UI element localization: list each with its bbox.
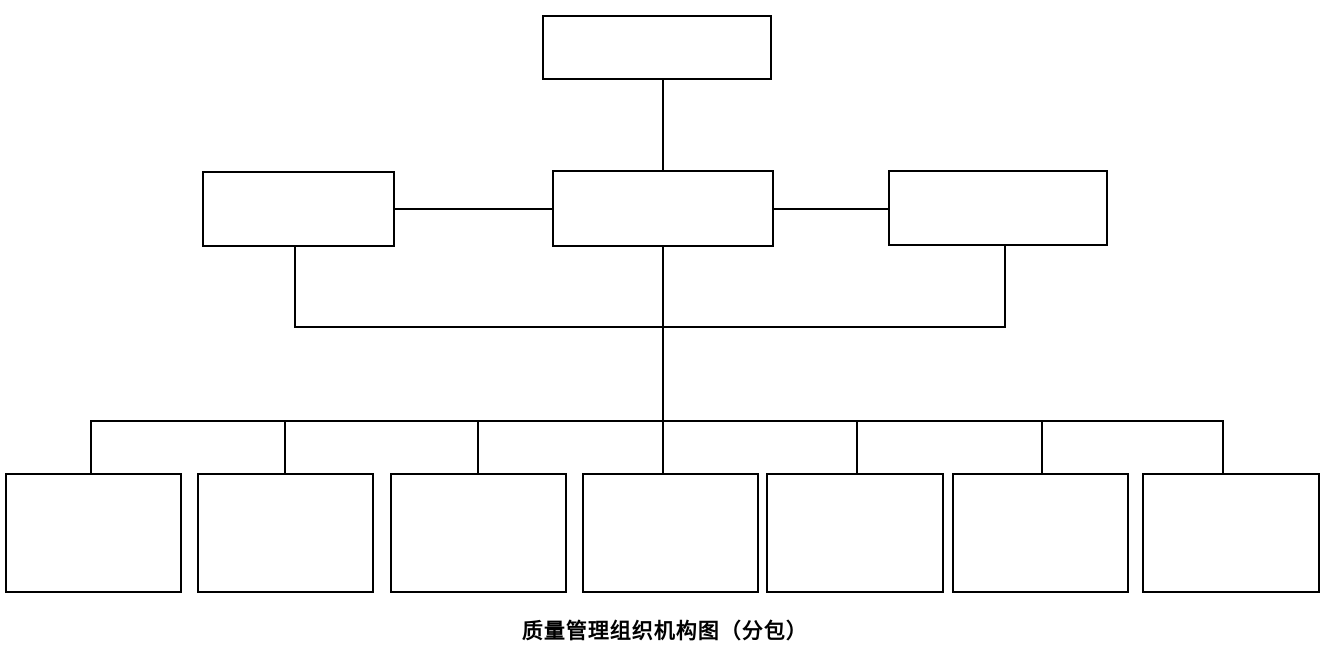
org-node-bottom-5[interactable]	[766, 473, 944, 593]
connector-center-spine	[662, 247, 664, 473]
org-node-bottom-7[interactable]	[1142, 473, 1320, 593]
connector-drop-box-6	[1041, 420, 1043, 473]
org-node-bottom-6[interactable]	[952, 473, 1129, 593]
connector-left-drop	[294, 247, 296, 328]
org-node-bottom-3[interactable]	[390, 473, 567, 593]
connector-drop-box-5	[856, 420, 858, 473]
org-node-bottom-4[interactable]	[582, 473, 759, 593]
connector-drop-box-2	[284, 420, 286, 473]
connector-right-drop	[1004, 246, 1006, 328]
chart-caption: 质量管理组织机构图（分包）	[522, 619, 808, 643]
org-node-middle-left[interactable]	[202, 171, 395, 247]
connector-drop-box-4	[662, 420, 664, 473]
org-node-bottom-1[interactable]	[5, 473, 182, 593]
org-node-middle-center[interactable]	[552, 170, 774, 247]
connector-main-bus	[90, 420, 1224, 422]
connector-drop-box-3	[477, 420, 479, 473]
connector-left-to-center	[395, 208, 552, 210]
connector-center-to-right	[774, 208, 888, 210]
connector-drop-box-1	[90, 420, 92, 473]
org-node-middle-right[interactable]	[888, 170, 1108, 246]
org-node-bottom-2[interactable]	[197, 473, 374, 593]
connector-drop-box-7	[1222, 420, 1224, 473]
connector-top-to-center	[662, 80, 664, 170]
org-node-top[interactable]	[542, 15, 772, 80]
connector-sub-bus	[294, 326, 1006, 328]
